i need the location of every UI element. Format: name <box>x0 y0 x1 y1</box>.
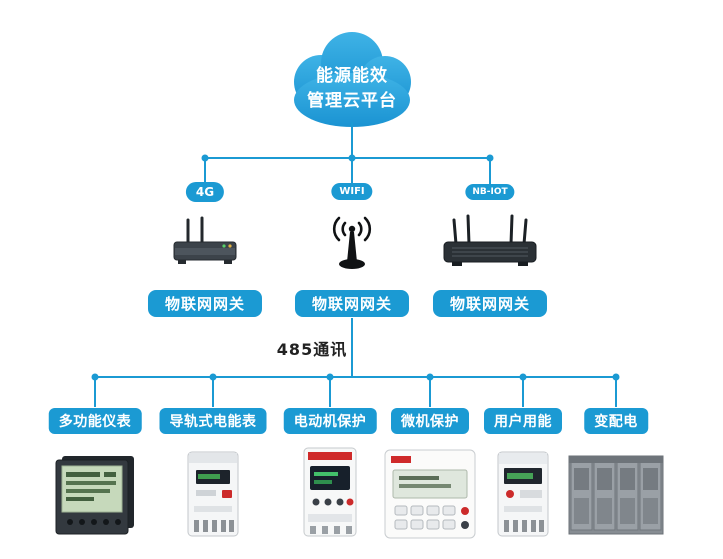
bus-485-label: 485通讯 <box>272 336 352 360</box>
gateway-label-4g: 物联网网关 <box>147 290 263 317</box>
junction-dots <box>91 154 620 381</box>
cloud-icon <box>294 32 411 127</box>
device-label-distribution: 变配电 <box>584 408 648 434</box>
cloud-title-line1: 能源能效 <box>316 66 388 86</box>
distribution-cabinets-image <box>568 455 664 535</box>
cloud-platform-title: 能源能效 管理云平台 <box>307 64 397 113</box>
din-rail-energy-meter-image <box>187 451 239 537</box>
device-label-din-rail-meter: 导轨式电能表 <box>159 408 267 434</box>
link-lines <box>94 122 617 407</box>
motor-protection-image <box>303 447 357 537</box>
user-energy-meter-image <box>497 451 549 537</box>
device-label-user-energy: 用户用能 <box>484 408 562 434</box>
badge-wifi: WIFI <box>331 183 373 200</box>
cloud-title-line2: 管理云平台 <box>307 90 397 111</box>
badge-4g: 4G <box>185 182 225 202</box>
gateway-label-nbiot: 物联网网关 <box>432 290 548 317</box>
device-label-multifunction-meter: 多功能仪表 <box>48 408 142 434</box>
wifi-antenna-icon <box>332 216 372 269</box>
router-4-antenna-icon <box>443 214 537 266</box>
device-label-motor-protection: 电动机保护 <box>283 408 377 434</box>
gateway-label-wifi: 物联网网关 <box>294 290 410 317</box>
router-2-antenna-icon <box>173 216 237 264</box>
microcomputer-protection-image <box>384 449 476 539</box>
multifunction-meter-image <box>55 456 134 535</box>
badge-nbiot: NB-IOT <box>465 184 515 200</box>
device-label-micro-protection: 微机保护 <box>391 408 469 434</box>
